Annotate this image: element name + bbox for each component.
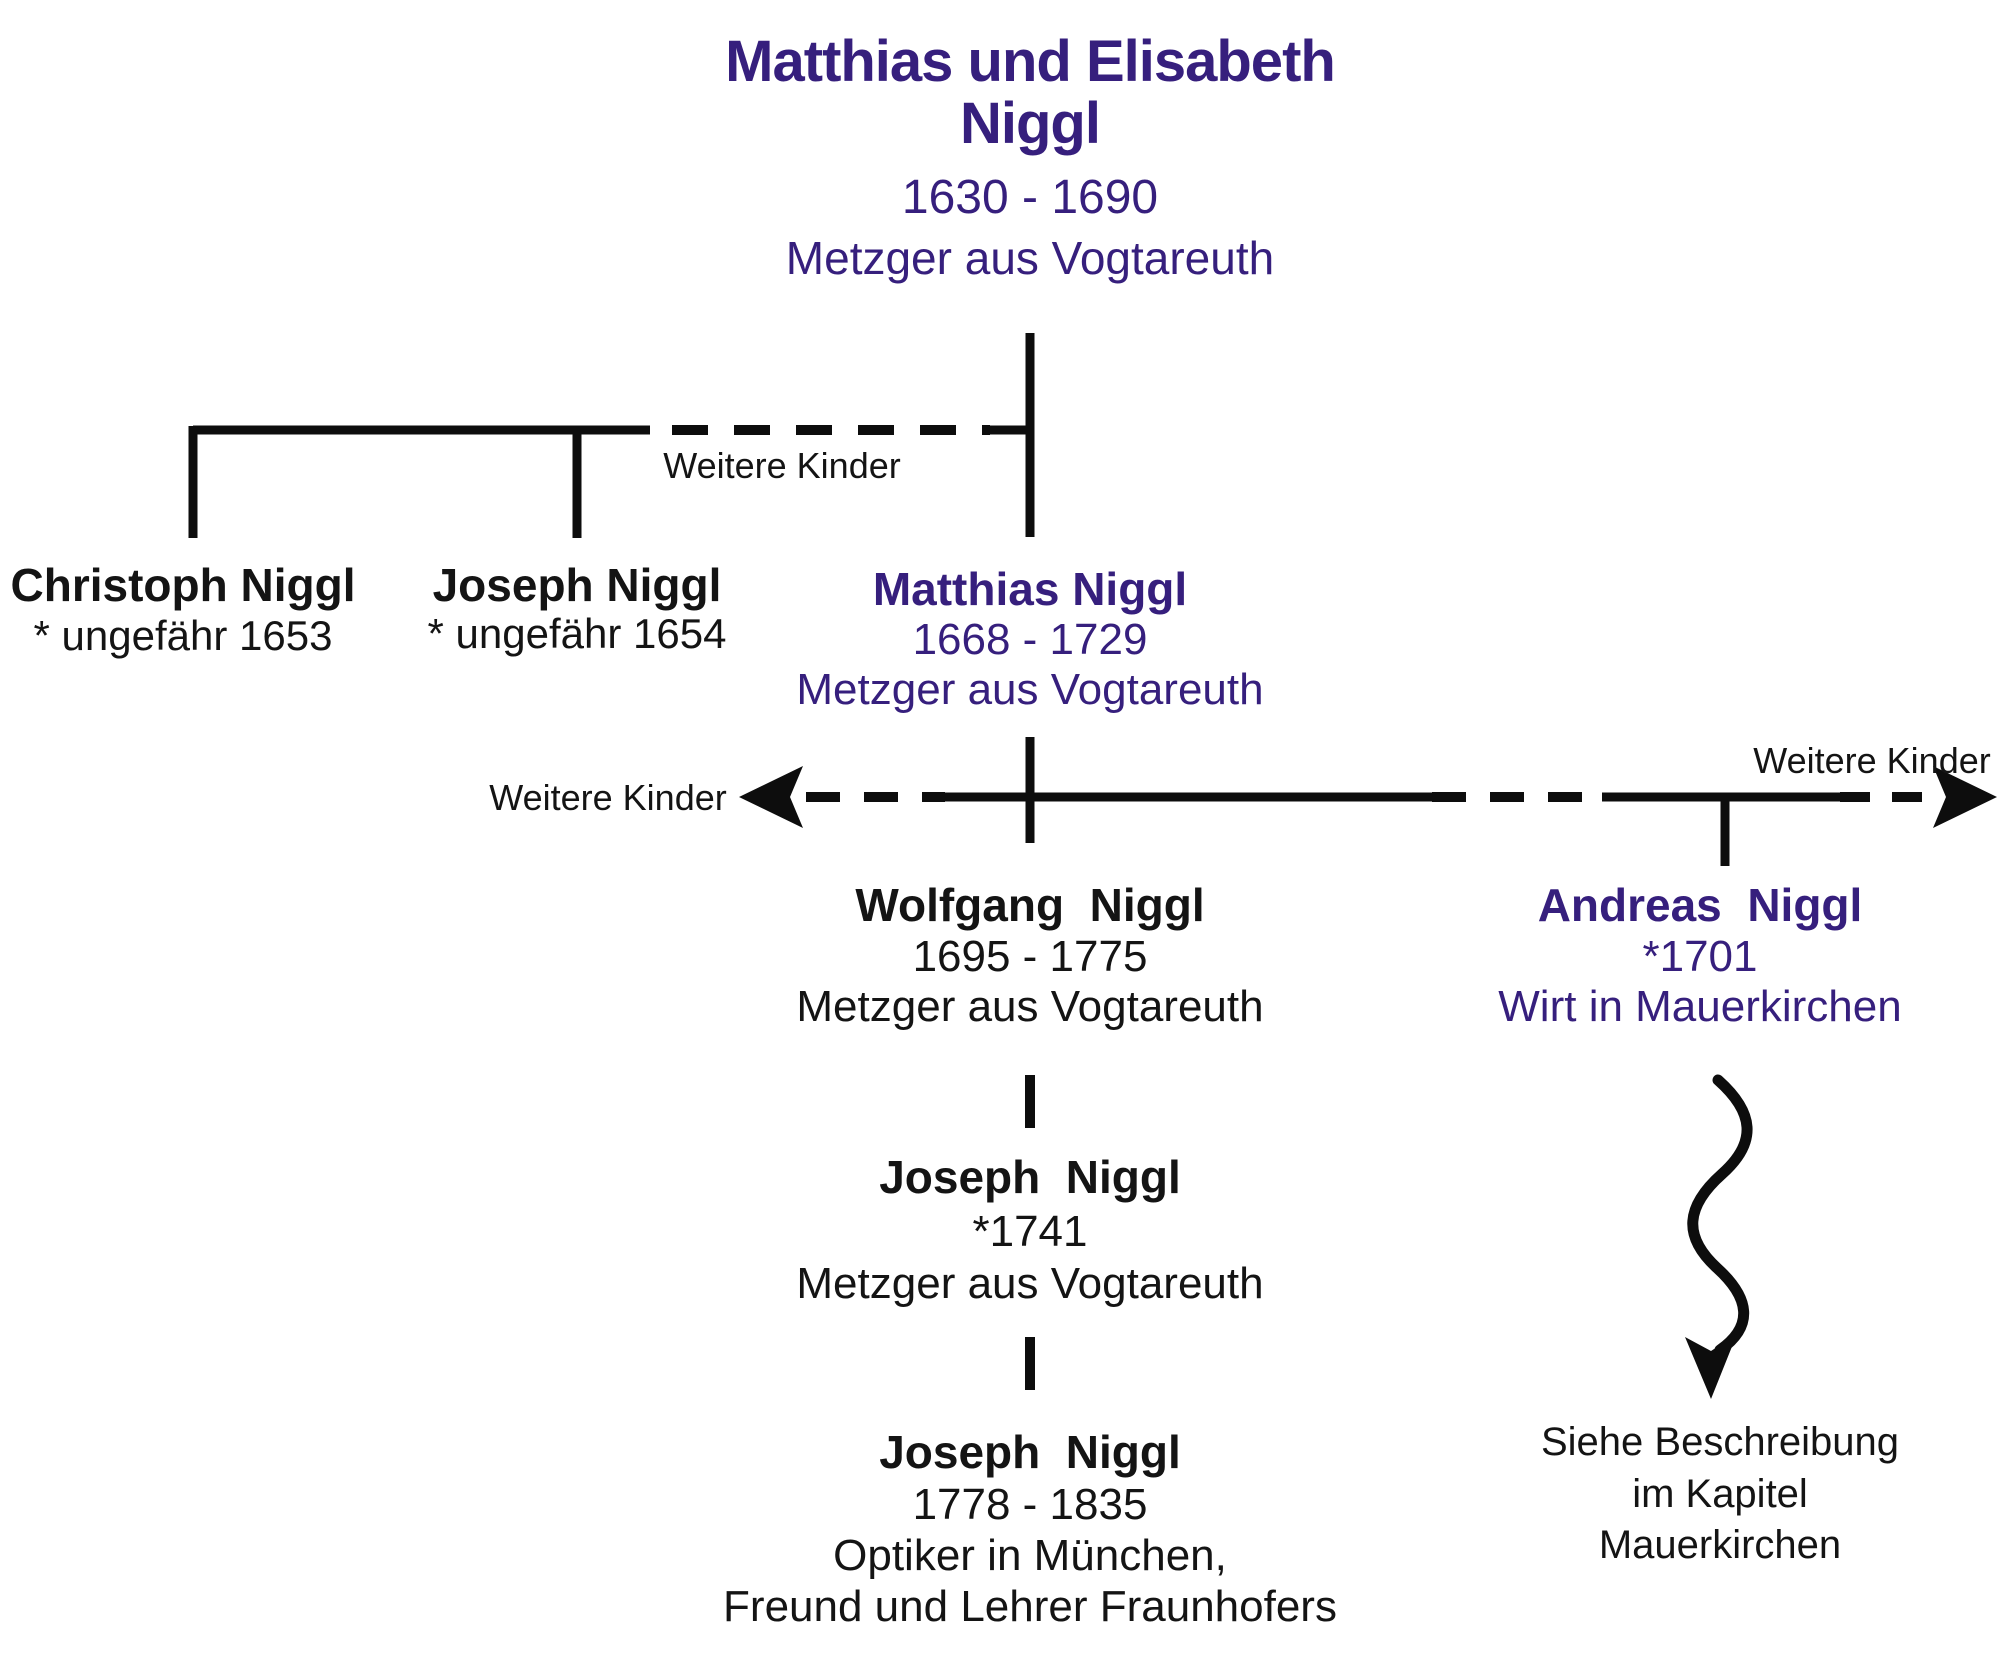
person-joseph1778-dates: 1778 - 1835 [912,1480,1148,1529]
person-root-dates: 1630 - 1690 [901,171,1159,224]
more-children-label-left: Weitere Kinder [489,777,727,818]
person-joseph1778-occupation2: Freund und Lehrer Fraunhofers [723,1582,1337,1631]
more-children-label-right: Weitere Kinder [1753,740,1991,781]
person-joseph1778-name: Joseph Niggl [879,1426,1181,1478]
person-andreas-name: Andreas Niggl [1537,879,1863,931]
person-andreas-occupation: Wirt in Mauerkirchen [1498,982,1902,1031]
person-wolfgang-occupation: Metzger aus Vogtareuth [796,982,1264,1031]
arrow-left-icon [739,766,803,828]
more-children-label-top: Weitere Kinder [663,445,901,486]
see-note-line2: im Kapitel [1632,1472,1808,1516]
person-root-occupation: Metzger aus Vogtareuth [785,232,1275,284]
person-joseph1741-birth: *1741 [972,1207,1088,1256]
person-wolfgang-dates: 1695 - 1775 [912,932,1148,981]
person-joseph1741-name: Joseph Niggl [879,1151,1181,1203]
arrow-down-icon [1685,1334,1737,1399]
person-joseph1778-occupation1: Optiker in München, [833,1531,1227,1580]
see-note-line1: Siehe Beschreibung [1540,1420,1900,1464]
person-matthias-name: Matthias Niggl [872,563,1188,615]
person-christoph-birth: * ungefähr 1653 [33,612,333,659]
person-joseph1654-birth: * ungefähr 1654 [427,610,727,657]
person-andreas-birth: *1701 [1642,932,1758,981]
see-note-line3: Mauerkirchen [1598,1523,1842,1567]
person-wolfgang-name: Wolfgang Niggl [855,879,1205,931]
person-root-name-line1: Matthias und Elisabeth [725,29,1336,94]
person-root-name-line2: Niggl [960,91,1101,156]
person-christoph-name: Christoph Niggl [10,559,356,611]
person-matthias-dates: 1668 - 1729 [912,615,1148,664]
arrow-right-icon [1933,766,1997,828]
wavy-connector-andreas [1687,1074,1753,1356]
person-matthias-occupation: Metzger aus Vogtareuth [796,665,1264,714]
person-joseph1654-name: Joseph Niggl [432,559,722,611]
person-joseph1741-occupation: Metzger aus Vogtareuth [796,1259,1264,1308]
